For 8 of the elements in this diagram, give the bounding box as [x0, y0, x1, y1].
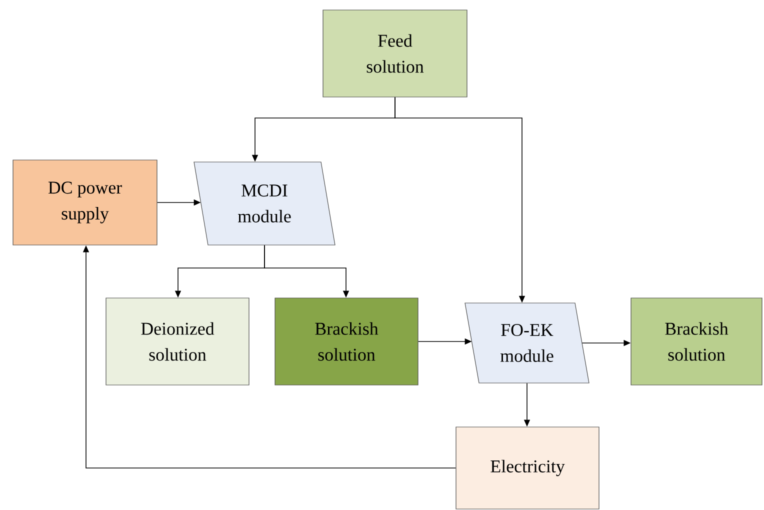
process-box: Feed solution — [322, 10, 468, 98]
module-parallelogram: FO-EK module — [464, 302, 590, 384]
process-box: Brackish solution — [630, 298, 762, 386]
process-box: DC power supply — [12, 160, 158, 246]
process-box: Deionized solution — [106, 298, 250, 386]
module-parallelogram: MCDI module — [194, 162, 336, 246]
process-box: Brackish solution — [274, 298, 418, 386]
process-box: Electricity — [456, 426, 600, 510]
